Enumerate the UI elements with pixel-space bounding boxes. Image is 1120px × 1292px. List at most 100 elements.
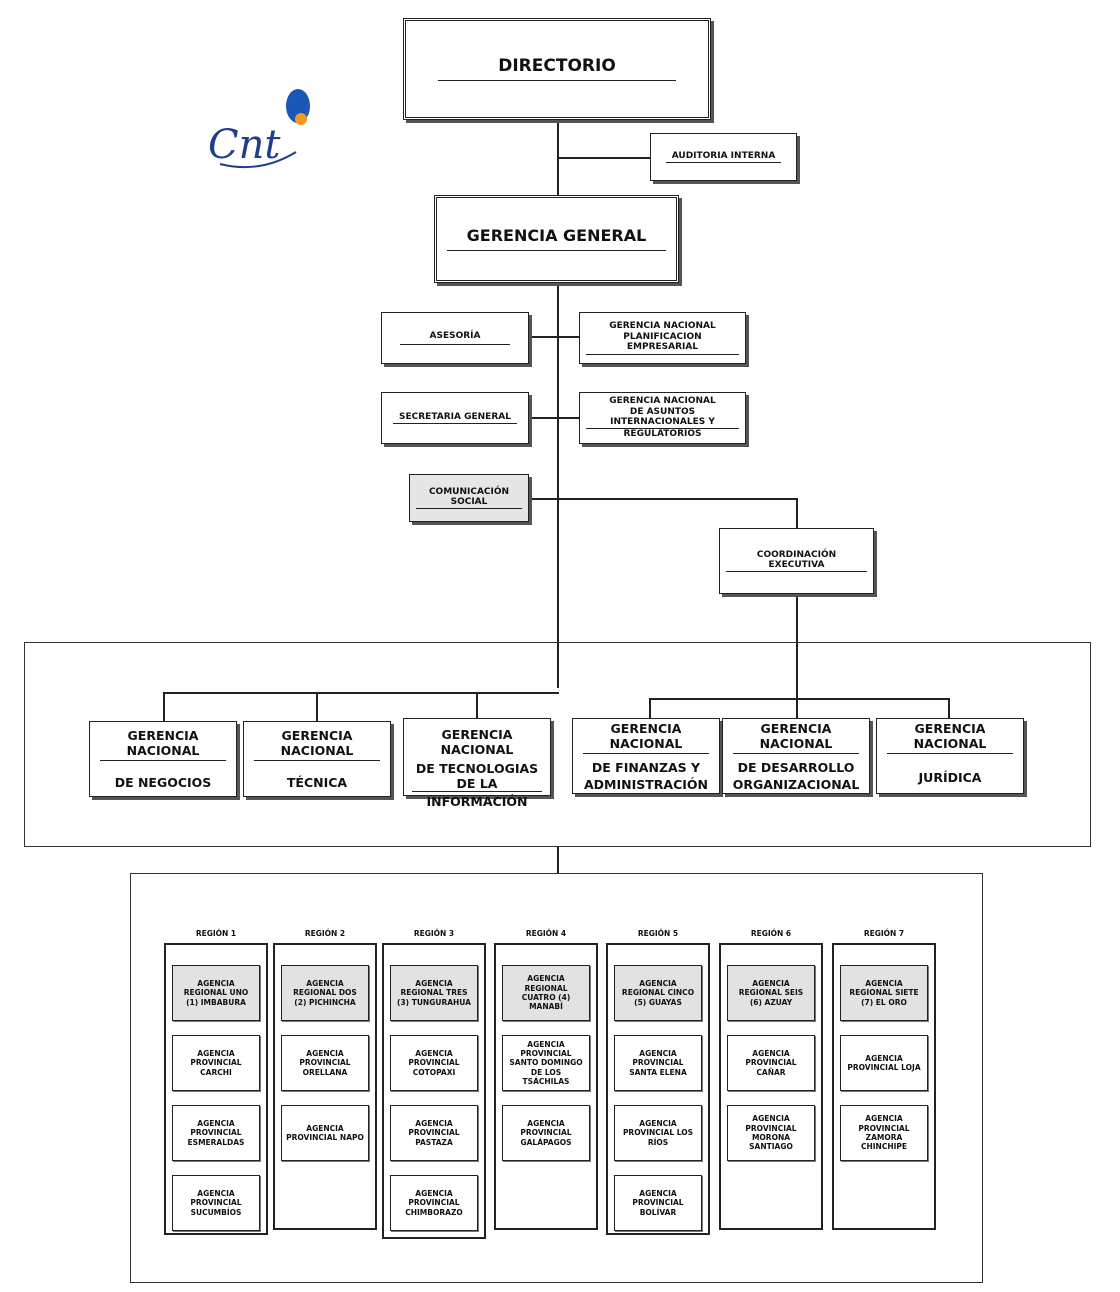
region-column: AGENCIA REGIONAL CINCO (5) GUAYAS AGENCIA… [606, 943, 710, 1235]
region-column: AGENCIA REGIONAL SIETE (7) EL ORO AGENCIA… [832, 943, 936, 1230]
provincial-agency-box: AGENCIA PROVINCIAL SUCUMBÍOS [172, 1175, 260, 1231]
connector [528, 498, 798, 500]
provincial-agency-box: AGENCIA PROVINCIAL COTOPAXI [390, 1035, 478, 1091]
gn-sub-line1: DE TECNOLOGIAS DE LA [412, 761, 542, 792]
asesoria-label: ASESORÍA [399, 331, 511, 345]
gn-asuntos-line1: GERENCIA NACIONAL [609, 396, 716, 407]
regions-frame [130, 873, 983, 1283]
auditoria-box: AUDITORIA INTERNA [650, 133, 797, 181]
provincial-agency-box: AGENCIA PROVINCIAL LOJA [840, 1035, 928, 1091]
coordinacion-box: COORDINACIÓN EXECUTIVA [719, 528, 874, 594]
connector [649, 698, 651, 718]
gerencia-general-label: GERENCIA GENERAL [446, 226, 667, 251]
directorio-box: DIRECTORIO [403, 18, 711, 120]
gn-asuntos-line2: DE ASUNTOS INTERNACIONALES Y [586, 407, 739, 430]
connector [163, 692, 165, 721]
region-column: AGENCIA REGIONAL SEIS (6) AZUAY AGENCIA P… [719, 943, 823, 1230]
region-title: REGIÓN 5 [637, 929, 679, 938]
directorio-label: DIRECTORIO [438, 56, 676, 82]
connector [476, 692, 478, 718]
regional-agency-box: AGENCIA REGIONAL TRES (3) TUNGURAHUA [390, 965, 478, 1021]
gn-title: GERENCIA NACIONAL [100, 728, 226, 761]
provincial-agency-box: AGENCIA PROVINCIAL NAPO [281, 1105, 369, 1161]
connector [948, 698, 950, 718]
gn-sub-line1: DE FINANZAS Y [591, 760, 701, 775]
region-title: REGIÓN 2 [304, 929, 346, 938]
region-column: AGENCIA REGIONAL CUATRO (4) MANABÍ AGENCI… [494, 943, 598, 1230]
gn-tecnologias-box: GERENCIA NACIONAL DE TECNOLOGIAS DE LA I… [403, 718, 551, 809]
region-title: REGIÓN 1 [195, 929, 237, 938]
gn-desarrollo-box: GERENCIA NACIONAL DE DESARROLLO ORGANIZA… [722, 718, 870, 794]
auditoria-label: AUDITORIA INTERNA [665, 151, 782, 164]
secretaria-label: SECRETARIA GENERAL [393, 412, 517, 425]
region-title: REGIÓN 6 [750, 929, 792, 938]
asesoria-box: ASESORÍA [381, 312, 529, 364]
gn-finanzas-box: GERENCIA NACIONAL DE FINANZAS Y ADMINIST… [572, 718, 720, 794]
connector [796, 594, 798, 718]
connector [557, 283, 559, 688]
connector [163, 692, 559, 694]
gn-title: GERENCIA NACIONAL [440, 727, 514, 757]
provincial-agency-box: AGENCIA PROVINCIAL SANTO DOMINGO DE LOS … [502, 1035, 590, 1091]
gn-sub: TÉCNICA [286, 775, 348, 790]
regional-agency-box: AGENCIA REGIONAL CINCO (5) GUAYAS [614, 965, 702, 1021]
gn-sub: DE NEGOCIOS [114, 775, 212, 790]
gn-asuntos-line3: REGULATORIOS [623, 429, 702, 440]
comunicacion-box: COMUNICACIÓN SOCIAL [409, 474, 529, 522]
regional-agency-box: AGENCIA REGIONAL UNO (1) IMBABURA [172, 965, 260, 1021]
regional-agency-box: AGENCIA REGIONAL SIETE (7) EL ORO [840, 965, 928, 1021]
region-title: REGIÓN 3 [413, 929, 455, 938]
connector [557, 846, 559, 874]
gn-sub-line2: ORGANIZACIONAL [732, 777, 860, 792]
gn-title: GERENCIA NACIONAL [733, 721, 859, 754]
connector [528, 336, 579, 338]
provincial-agency-box: AGENCIA PROVINCIAL ZAMORA CHINCHIPE [840, 1105, 928, 1161]
provincial-agency-box: AGENCIA PROVINCIAL MORONA SANTIAGO [727, 1105, 815, 1161]
regional-agency-box: AGENCIA REGIONAL DOS (2) PICHINCHA [281, 965, 369, 1021]
region-column: AGENCIA REGIONAL UNO (1) IMBABURA AGENCIA… [164, 943, 268, 1235]
coordinacion-label: COORDINACIÓN EXECUTIVA [726, 550, 867, 573]
provincial-agency-box: AGENCIA PROVINCIAL CHIMBORAZO [390, 1175, 478, 1231]
gn-negocios-box: GERENCIA NACIONAL DE NEGOCIOS [89, 721, 237, 797]
secretaria-box: SECRETARIA GENERAL [381, 392, 529, 444]
provincial-agency-box: AGENCIA PROVINCIAL BOLÍVAR [614, 1175, 702, 1231]
region-column: AGENCIA REGIONAL TRES (3) TUNGURAHUA AGEN… [382, 943, 486, 1239]
gn-planificacion-line2: PLANIFICACION EMPRESARIAL [586, 332, 739, 355]
logo-dot-icon [295, 113, 307, 125]
gn-title: GERENCIA NACIONAL [887, 721, 1013, 754]
gn-planificacion-line1: GERENCIA NACIONAL [609, 321, 716, 332]
provincial-agency-box: AGENCIA PROVINCIAL CARCHI [172, 1035, 260, 1091]
provincial-agency-box: AGENCIA PROVINCIAL SANTA ELENA [614, 1035, 702, 1091]
gerencias-frame [24, 642, 1091, 847]
provincial-agency-box: AGENCIA PROVINCIAL GALÁPAGOS [502, 1105, 590, 1161]
gn-asuntos-box: GERENCIA NACIONAL DE ASUNTOS INTERNACION… [579, 392, 746, 444]
gn-sub-line2: INFORMACIÓN [426, 794, 528, 809]
region-title: REGIÓN 7 [863, 929, 905, 938]
gerencia-general-box: GERENCIA GENERAL [434, 195, 679, 283]
connector [557, 157, 650, 159]
connector [796, 498, 798, 528]
provincial-agency-box: AGENCIA PROVINCIAL LOS RÍOS [614, 1105, 702, 1161]
provincial-agency-box: AGENCIA PROVINCIAL ESMERALDAS [172, 1105, 260, 1161]
logo-swoosh-icon [219, 151, 297, 169]
gn-sub-line1: DE DESARROLLO [737, 760, 855, 775]
connector [528, 417, 579, 419]
gn-juridica-box: GERENCIA NACIONAL JURÍDICA [876, 718, 1024, 794]
connector [649, 698, 950, 700]
regional-agency-box: AGENCIA REGIONAL SEIS (6) AZUAY [727, 965, 815, 1021]
comunicacion-label: COMUNICACIÓN SOCIAL [416, 487, 522, 510]
gn-title: GERENCIA NACIONAL [254, 728, 380, 761]
gn-sub-line2: ADMINISTRACIÓN [584, 777, 708, 792]
gn-title: GERENCIA NACIONAL [583, 721, 709, 754]
regional-agency-box: AGENCIA REGIONAL CUATRO (4) MANABÍ [502, 965, 590, 1021]
provincial-agency-box: AGENCIA PROVINCIAL ORELLANA [281, 1035, 369, 1091]
cnt-logo: Cnt [208, 89, 310, 169]
provincial-agency-box: AGENCIA PROVINCIAL CAÑAR [727, 1035, 815, 1091]
connector [316, 692, 318, 721]
region-column: AGENCIA REGIONAL DOS (2) PICHINCHA AGENCI… [273, 943, 377, 1230]
gn-tecnica-box: GERENCIA NACIONAL TÉCNICA [243, 721, 391, 797]
gn-sub: JURÍDICA [918, 770, 982, 785]
provincial-agency-box: AGENCIA PROVINCIAL PASTAZA [390, 1105, 478, 1161]
region-title: REGIÓN 4 [525, 929, 567, 938]
logo-text: Cnt [208, 122, 281, 168]
